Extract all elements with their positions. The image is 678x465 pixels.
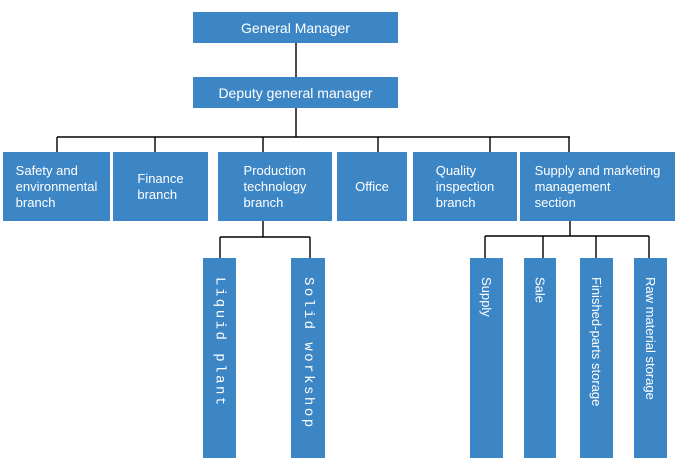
node-label: Raw material storage	[643, 277, 658, 400]
node-supply-marketing-section: Supply and marketing management section	[520, 152, 675, 221]
node-deputy-general-manager: Deputy general manager	[193, 77, 398, 108]
node-label: Supply and marketing management section	[534, 162, 661, 210]
node-label: Finished-parts storage	[589, 277, 604, 407]
node-label: Office	[355, 178, 389, 194]
node-label: General Manager	[241, 19, 350, 36]
node-label: Deputy general manager	[218, 84, 373, 101]
node-safety-environmental-branch: Safety and environmental branch	[3, 152, 110, 221]
node-label: Supply	[479, 277, 494, 317]
node-liquid-plant: Liquid plant	[203, 258, 236, 458]
node-finance-branch: Finance branch	[113, 152, 208, 221]
node-production-technology-branch: Production technology branch	[218, 152, 332, 221]
node-label: Production technology branch	[243, 162, 307, 210]
node-label: Finance branch	[137, 170, 184, 202]
node-raw-material-storage: Raw material storage	[634, 258, 667, 458]
node-label: Quality inspection branch	[435, 162, 495, 210]
node-finished-parts-storage: Finished-parts storage	[580, 258, 613, 458]
node-office: Office	[337, 152, 407, 221]
node-quality-inspection-branch: Quality inspection branch	[413, 152, 517, 221]
node-label: Safety and environmental branch	[15, 162, 98, 210]
node-label: Solid workshop	[300, 277, 316, 430]
node-solid-workshop: Solid workshop	[291, 258, 325, 458]
node-general-manager: General Manager	[193, 12, 398, 43]
node-supply: Supply	[470, 258, 503, 458]
node-label: Liquid plant	[211, 277, 228, 408]
node-label: Sale	[532, 277, 548, 304]
node-sale: Sale	[524, 258, 556, 458]
